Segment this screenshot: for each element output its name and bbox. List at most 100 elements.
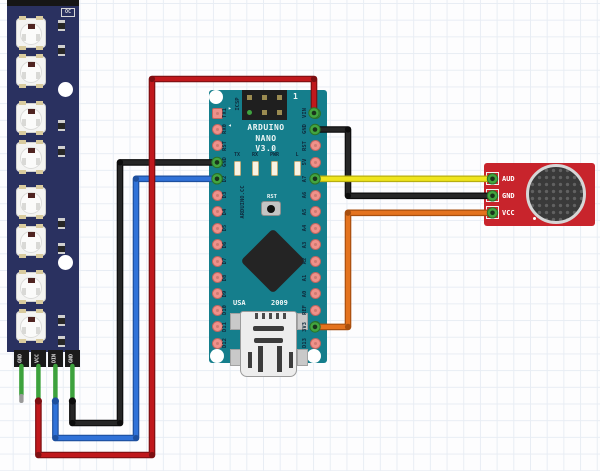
pin-right-a2[interactable]	[309, 255, 321, 267]
wire-bendpoint[interactable]	[132, 175, 140, 182]
pin-left-d11[interactable]	[211, 321, 223, 333]
pin-right-vin[interactable]	[309, 107, 321, 119]
pin-right-a0[interactable]	[309, 288, 321, 300]
pin-right-d13[interactable]	[309, 337, 321, 349]
strip-pin-label: DIN	[51, 353, 58, 364]
icsp-pin[interactable]	[242, 90, 257, 105]
strip-pin-gnd-3[interactable]: GND	[64, 350, 80, 367]
wire-bendpoint[interactable]	[344, 126, 352, 133]
led-pad	[36, 46, 43, 50]
wire-bendpoint[interactable]	[69, 419, 76, 427]
pin-right-5v[interactable]	[309, 156, 321, 168]
usb-pin	[262, 313, 265, 319]
led-die	[28, 62, 35, 67]
icsp-pin[interactable]	[257, 90, 272, 105]
led-pad	[19, 224, 26, 228]
pin-left-d12[interactable]	[211, 337, 223, 349]
led-electrode	[36, 203, 40, 210]
icsp-pin[interactable]	[272, 90, 287, 105]
wire-bendpoint[interactable]	[35, 451, 42, 459]
mic-pin-label-gnd: GND	[502, 191, 515, 200]
wire-nano-3v3-to-mic-vcc-core	[312, 210, 495, 329]
wire-nano-3v3-to-mic-vcc[interactable]	[311, 209, 496, 331]
pin-right-a1[interactable]	[309, 272, 321, 283]
pin-left-d3[interactable]	[211, 189, 223, 201]
pin-right-a5[interactable]	[309, 206, 321, 218]
pin-left-d7[interactable]	[211, 255, 223, 267]
wire-bendpoint[interactable]	[148, 451, 156, 459]
pin-right-a6[interactable]	[309, 189, 321, 201]
pin-left-rst[interactable]	[211, 140, 223, 152]
pin-label-a1: A1	[302, 274, 308, 281]
pin-left-d4[interactable]	[211, 206, 223, 218]
wire-bendpoint[interactable]	[132, 434, 140, 442]
pin-right-a3[interactable]	[309, 239, 321, 251]
led-package	[16, 140, 46, 174]
led-electrode	[22, 327, 26, 334]
board-title-line1: ARDUINO	[247, 123, 285, 132]
pin-left-gnd[interactable]	[211, 156, 223, 168]
led-electrode	[36, 288, 40, 295]
led-die	[28, 193, 35, 198]
strip-pin-label: GND	[68, 353, 75, 364]
mini-usb-connector	[240, 311, 297, 377]
pin-right-gnd[interactable]	[309, 123, 321, 135]
pin-left-d6[interactable]	[211, 239, 223, 251]
pin-label-gnd: GND	[302, 124, 308, 135]
strip-pin-vcc-1[interactable]: VCC	[30, 350, 46, 367]
pin-right-a7[interactable]	[309, 173, 321, 185]
wire-endpoint[interactable]	[51, 397, 60, 405]
wire-bendpoint[interactable]	[344, 192, 352, 199]
icsp-pin[interactable]	[257, 105, 272, 120]
pin-left-d9[interactable]	[211, 288, 223, 300]
wire-ledstrip-gnd-to-nano-gnd[interactable]	[69, 159, 221, 427]
pin-right-rst[interactable]	[309, 140, 321, 152]
wire-bendpoint[interactable]	[52, 434, 59, 442]
wire-bendpoint[interactable]	[116, 419, 124, 427]
led-electrode	[22, 158, 26, 165]
wire-bendpoint[interactable]	[344, 209, 352, 216]
led-electrode	[22, 34, 26, 41]
pin-right-ref[interactable]	[309, 304, 321, 316]
icsp-pin[interactable]	[242, 105, 257, 120]
pin-left-d10[interactable]	[211, 304, 223, 316]
pin-label-d12: D12	[222, 338, 228, 349]
capacitor	[58, 336, 65, 347]
icsp-pin[interactable]	[272, 105, 287, 120]
mic-pin-vcc[interactable]	[486, 206, 499, 220]
wire-bendpoint[interactable]	[344, 323, 352, 330]
year-label: 2009	[271, 299, 288, 307]
pin-left-d8[interactable]	[211, 272, 223, 283]
wire-ledstrip-din-to-nano-d2[interactable]	[52, 175, 221, 442]
wire-endpoint[interactable]	[34, 397, 43, 405]
wire-endpoint[interactable]	[68, 397, 76, 405]
pin-left-rx0[interactable]	[211, 123, 223, 135]
pin-left-d5[interactable]	[211, 222, 223, 234]
wire-bendpoint[interactable]	[116, 159, 124, 166]
pin-right-3v3[interactable]	[309, 321, 321, 333]
led-package	[16, 270, 46, 304]
wire-nano-gnd-to-mic-gnd[interactable]	[311, 126, 496, 200]
pin-left-d2[interactable]	[211, 173, 223, 185]
led-package	[16, 16, 46, 50]
led-electrode	[36, 119, 40, 126]
led-pad	[36, 131, 43, 135]
strip-pin-gnd-0[interactable]: GND	[13, 350, 29, 367]
strip-pin-din-2[interactable]: DIN	[47, 350, 63, 367]
wire-bendpoint[interactable]	[148, 75, 156, 83]
mic-pin-aud[interactable]	[486, 172, 499, 186]
pin-left-tx1[interactable]	[211, 107, 223, 119]
microphone-capsule	[526, 163, 586, 224]
led-pad	[19, 309, 26, 313]
wire-bendpoint[interactable]	[310, 75, 318, 83]
mic-pin-gnd[interactable]	[486, 189, 499, 203]
led-electrode	[36, 34, 40, 41]
pin-right-a4[interactable]	[309, 222, 321, 234]
reset-button[interactable]	[261, 201, 281, 216]
led-pad	[36, 300, 43, 304]
led-electrode	[36, 327, 40, 334]
arduino-nano-board[interactable]: ICSP 1 ▸ ◂ ARDUINO NANO V3.0 ARDUINO.CC …	[209, 90, 327, 377]
icsp-pin-center	[246, 94, 252, 100]
